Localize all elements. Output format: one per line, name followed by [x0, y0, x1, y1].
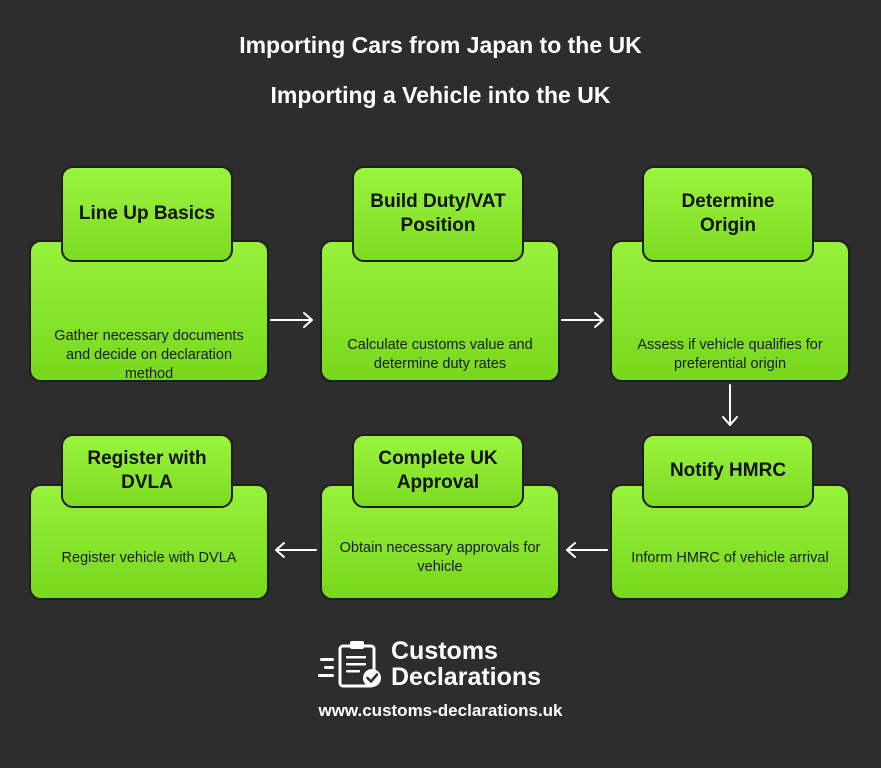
- step-title: Determine Origin: [642, 166, 814, 262]
- step-title: Build Duty/VAT Position: [352, 166, 524, 262]
- arrow-left-icon: [275, 542, 317, 558]
- arrow-right-icon: [270, 312, 313, 328]
- clipboard-check-icon: [318, 641, 381, 688]
- step-description: Calculate customs value and determine du…: [347, 337, 533, 372]
- brand-url[interactable]: www.customs-declarations.uk: [318, 701, 563, 720]
- step-complete-uk-approval: Obtain necessary approvals for vehicle C…: [320, 434, 560, 600]
- step-description: Register vehicle with DVLA: [61, 549, 237, 566]
- step-description: Inform HMRC of vehicle arrival: [631, 549, 829, 566]
- arrow-left-icon: [566, 542, 608, 558]
- step-determine-origin: Assess if vehicle qualifies for preferen…: [610, 166, 850, 382]
- step-description: Obtain necessary approvals for vehicle: [339, 540, 541, 575]
- step-body: Gather necessary documents and decide on…: [29, 240, 269, 382]
- step-title: Notify HMRC: [642, 434, 814, 508]
- step-description: Gather necessary documents and decide on…: [54, 327, 244, 382]
- step-build-duty-vat: Calculate customs value and determine du…: [320, 166, 560, 382]
- step-title: Register with DVLA: [61, 434, 233, 508]
- step-register-dvla: Register vehicle with DVLA Register with…: [29, 434, 269, 600]
- step-title: Complete UK Approval: [352, 434, 524, 508]
- arrow-down-icon: [722, 384, 738, 426]
- page-title: Importing Cars from Japan to the UK: [239, 32, 642, 58]
- brand-name: Customs Declarations: [391, 637, 542, 691]
- step-description: Assess if vehicle qualifies for preferen…: [637, 337, 823, 372]
- page-subtitle: Importing a Vehicle into the UK: [270, 82, 611, 108]
- step-notify-hmrc: Inform HMRC of vehicle arrival Notify HM…: [610, 434, 850, 600]
- step-line-up-basics: Gather necessary documents and decide on…: [29, 166, 269, 382]
- brand-logo: Customs Declarations: [318, 636, 568, 696]
- step-title: Line Up Basics: [61, 166, 233, 262]
- arrow-right-icon: [561, 312, 604, 328]
- step-body: Assess if vehicle qualifies for preferen…: [610, 240, 850, 382]
